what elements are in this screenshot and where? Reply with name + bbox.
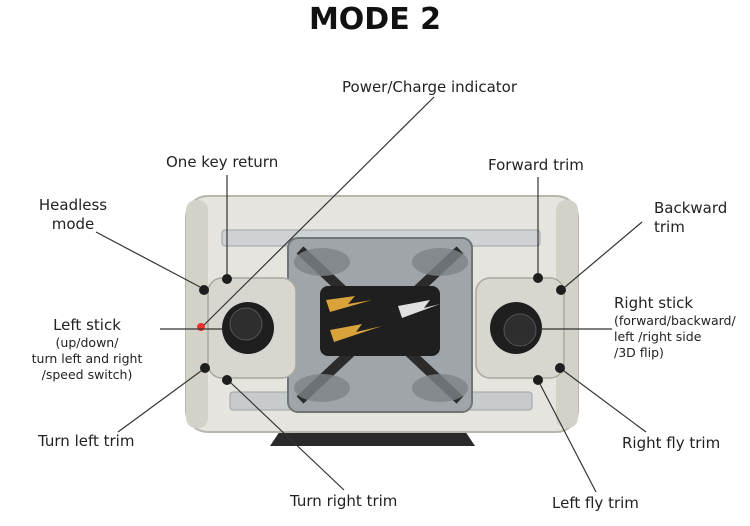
turn-left-trim-button[interactable] bbox=[200, 363, 210, 373]
label-backward-trim-line-1: Backward bbox=[654, 199, 728, 217]
gold-accent-3 bbox=[398, 300, 440, 318]
leader-turn-left bbox=[117, 370, 202, 433]
page-title: MODE 2 bbox=[308, 2, 442, 37]
label-left-fly-trim: Left fly trim bbox=[552, 494, 639, 512]
label-left-stick: Left stick (up/down/ turn left and right… bbox=[12, 316, 162, 384]
leader-backward bbox=[564, 221, 643, 288]
label-left-stick-desc-1: (up/down/ bbox=[55, 334, 119, 350]
propeller-tr bbox=[412, 248, 468, 276]
leader-lines bbox=[95, 96, 647, 493]
label-turn-right-trim: Turn right trim bbox=[290, 492, 398, 510]
leader-turn-right bbox=[230, 382, 345, 491]
label-right-stick-desc-3: /3D flip) bbox=[614, 345, 664, 361]
label-headless-mode: Headless mode bbox=[18, 196, 128, 234]
label-left-stick-desc-3: /speed switch) bbox=[41, 367, 133, 383]
left-fly-trim-button[interactable] bbox=[533, 375, 543, 385]
left-side-shade bbox=[186, 200, 208, 428]
leader-headless bbox=[95, 231, 201, 288]
leader-power bbox=[203, 96, 435, 326]
drone-body bbox=[320, 286, 440, 356]
left-stick-cap bbox=[229, 307, 263, 341]
leader-right-fly bbox=[563, 370, 647, 433]
forward-trim-button[interactable] bbox=[533, 273, 543, 283]
label-right-fly-trim: Right fly trim bbox=[622, 434, 721, 452]
turn-right-trim-button[interactable] bbox=[222, 375, 232, 385]
label-power-charge-indicator: Power/Charge indicator bbox=[342, 78, 518, 96]
label-backward-trim-line-2: trim bbox=[654, 217, 685, 236]
headless-mode-button[interactable] bbox=[199, 285, 209, 295]
one-key-return-button[interactable] bbox=[222, 274, 232, 284]
label-right-stick-desc-1: (forward/backward/ bbox=[614, 312, 736, 328]
right-fly-trim-button[interactable] bbox=[555, 363, 565, 373]
leader-left-fly bbox=[539, 383, 597, 493]
propeller-bl bbox=[294, 374, 350, 402]
label-left-stick-desc-2: turn left and right bbox=[31, 351, 143, 366]
label-forward-trim: Forward trim bbox=[488, 156, 584, 174]
label-left-stick-title: Left stick bbox=[53, 316, 121, 334]
power-charge-indicator-light bbox=[197, 323, 205, 331]
backward-trim-button[interactable] bbox=[556, 285, 566, 295]
label-right-stick: Right stick (forward/backward/ left /rig… bbox=[614, 294, 736, 362]
label-backward-trim: Backward trim bbox=[654, 199, 727, 237]
propeller-tl bbox=[294, 248, 350, 276]
label-turn-left-trim: Turn left trim bbox=[38, 432, 135, 450]
label-one-key-return: One key return bbox=[166, 153, 279, 171]
label-headless-mode-line-1: Headless bbox=[38, 196, 108, 214]
propeller-br bbox=[412, 374, 468, 402]
label-headless-mode-line-2: mode bbox=[51, 214, 95, 233]
gold-accent-1 bbox=[326, 296, 372, 312]
gold-accent-2 bbox=[330, 324, 382, 342]
right-stick-cap bbox=[503, 313, 537, 347]
label-right-stick-title: Right stick bbox=[614, 294, 694, 312]
label-right-stick-desc-2: left /right side bbox=[614, 329, 702, 344]
